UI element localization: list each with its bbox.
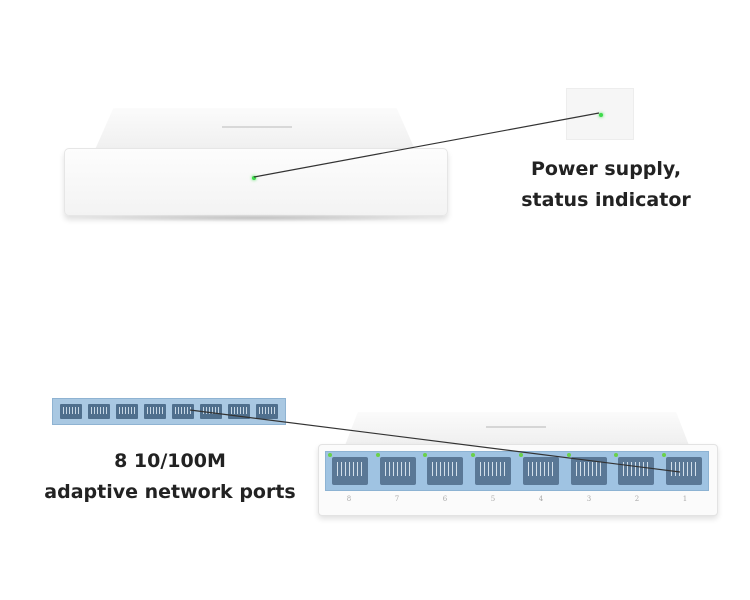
- switch-front-panel: [64, 148, 448, 216]
- switch-top-view: [64, 108, 448, 222]
- switch-shadow: [72, 214, 438, 222]
- port-number-labels: 8 7 6 5 4 3 2 1: [325, 495, 709, 503]
- switch-lid-front: [344, 412, 690, 448]
- ethernet-port-8: [327, 453, 368, 485]
- port-zoom-4: [172, 404, 194, 419]
- port-strip-zoom: [52, 398, 286, 425]
- port-led-3: [566, 453, 571, 457]
- switch-lid: [94, 108, 416, 152]
- port-number: 3: [586, 495, 592, 503]
- brand-mark: [222, 126, 292, 128]
- port-led-5: [471, 453, 476, 457]
- power-callout-label: Power supply, status indicator: [486, 154, 726, 216]
- port-zoom-7: [88, 404, 110, 419]
- ports-callout-line1: 8 10/100M: [114, 450, 226, 472]
- zoom-led-indicator: [599, 113, 603, 117]
- power-callout-line2: status indicator: [521, 189, 691, 211]
- ethernet-port-5: [471, 453, 512, 485]
- port-number: 7: [394, 495, 400, 503]
- port-number: 2: [634, 495, 640, 503]
- ethernet-port-7: [375, 453, 416, 485]
- port-led-4: [518, 453, 523, 457]
- port-zoom-5: [144, 404, 166, 419]
- port-number: 8: [346, 495, 352, 503]
- power-leader-line: [253, 112, 600, 178]
- ethernet-port-2: [614, 453, 655, 485]
- switch-front-view: 8 7 6 5 4 3 2 1: [318, 412, 718, 520]
- ports-leader-line: [189, 409, 681, 473]
- ethernet-port-4: [518, 453, 559, 485]
- port-zoom-6: [116, 404, 138, 419]
- port-number: 6: [442, 495, 448, 503]
- port-number: 1: [682, 495, 688, 503]
- port-number: 5: [490, 495, 496, 503]
- port-led-2: [614, 453, 619, 457]
- ports-callout-line2: adaptive network ports: [44, 481, 296, 503]
- port-led-1: [662, 453, 667, 457]
- port-led-8: [327, 453, 332, 457]
- port-zoom-3: [200, 404, 222, 419]
- power-callout-line1: Power supply,: [530, 158, 682, 180]
- port-zoom-1: [256, 404, 278, 419]
- port-led-7: [375, 453, 380, 457]
- port-number: 4: [538, 495, 544, 503]
- port-zoom-8: [60, 404, 82, 419]
- led-zoom-tile: [566, 88, 634, 140]
- brand-mark-front: [486, 426, 546, 428]
- power-led-indicator: [252, 176, 256, 180]
- switch-front-body: 8 7 6 5 4 3 2 1: [318, 444, 718, 516]
- ethernet-port-6: [423, 453, 464, 485]
- ports-callout-label: 8 10/100M adaptive network ports: [40, 446, 300, 508]
- port-led-6: [423, 453, 428, 457]
